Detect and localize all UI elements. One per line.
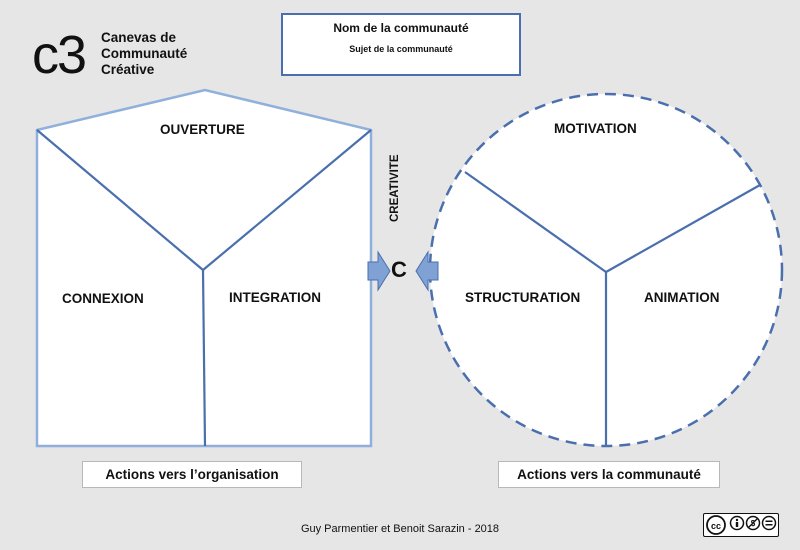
arrow-left-icon	[415, 250, 439, 292]
community-subject: Sujet de la communauté	[349, 44, 453, 54]
caption-organisation[interactable]: Actions vers l’organisation	[82, 461, 302, 488]
label-connexion: CONNEXION	[62, 291, 144, 306]
license-icons: cc $	[706, 515, 777, 535]
label-animation: ANIMATION	[644, 290, 720, 305]
cc-by-nc-nd-icon: cc $	[703, 513, 779, 537]
community-name: Nom de la communauté	[333, 21, 469, 35]
community-divider-left	[464, 171, 607, 273]
label-motivation: MOTIVATION	[554, 121, 637, 136]
caption-community[interactable]: Actions vers la communauté	[498, 461, 720, 488]
organisation-divider-left	[36, 129, 204, 271]
svg-text:cc: cc	[711, 521, 721, 531]
community-divider-right	[605, 184, 761, 273]
brand-title: Canevas de Communauté Créative	[101, 30, 187, 78]
brand-line-1: Canevas de	[101, 30, 177, 45]
label-ouverture: OUVERTURE	[160, 122, 245, 137]
label-structuration: STRUCTURATION	[465, 290, 581, 305]
label-creativite: CREATIVITE	[389, 154, 401, 222]
credits-text: Guy Parmentier et Benoit Sarazin - 2018	[300, 523, 500, 535]
creativite-c-letter: C	[391, 257, 407, 282]
c3-logo: c3	[32, 25, 87, 85]
organisation-divider-vertical	[201, 269, 207, 447]
brand-line-2: Communauté	[101, 46, 188, 61]
organisation-divider-right	[202, 129, 372, 271]
label-integration: INTEGRATION	[229, 290, 321, 305]
community-name-box[interactable]: Nom de la communauté Sujet de la communa…	[281, 13, 521, 76]
brand-line-3: Créative	[101, 62, 155, 77]
arrow-right-icon	[367, 250, 391, 292]
